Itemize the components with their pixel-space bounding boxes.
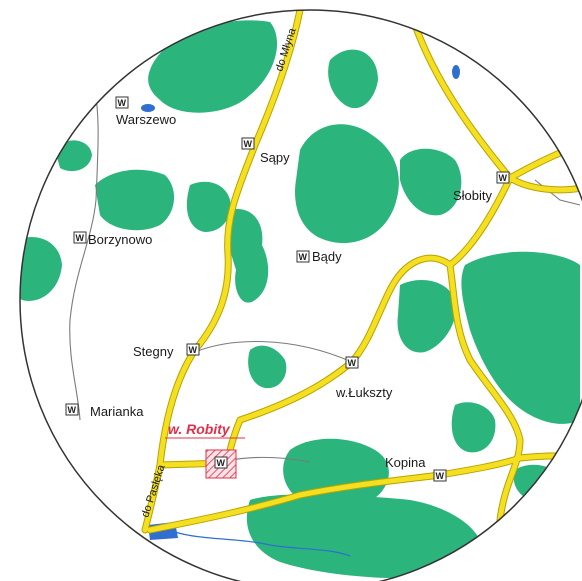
village-marker-icon: W — [241, 137, 255, 150]
svg-text:W: W — [118, 98, 127, 108]
svg-text:W: W — [217, 458, 226, 468]
svg-text:W: W — [68, 405, 77, 415]
village-label: Kopina — [385, 455, 426, 470]
forest-area — [20, 237, 62, 301]
village-marker-icon: W — [115, 96, 129, 109]
village-marker-icon: W — [186, 343, 200, 356]
svg-text:W: W — [189, 345, 198, 355]
village-marker-icon: W — [345, 356, 359, 369]
pond — [452, 65, 460, 79]
svg-text:W: W — [244, 139, 253, 149]
pond — [141, 104, 155, 112]
forest-area — [397, 280, 456, 353]
highlight-robity[interactable]: W w. Robity — [165, 421, 245, 469]
village-label: Stegny — [133, 344, 174, 359]
map-boundary — [19, 9, 582, 581]
svg-text:W: W — [76, 233, 85, 243]
village-warszewo[interactable]: W Warszewo — [115, 96, 176, 127]
main-roads — [141, 10, 582, 534]
forest-area — [295, 124, 399, 244]
village-label: w.Łukszty — [335, 385, 393, 400]
village-marker-icon: W — [73, 231, 87, 244]
forest-area — [226, 209, 269, 303]
forest-area — [513, 464, 566, 503]
village-label: Bądy — [312, 249, 342, 264]
village-marianka[interactable]: W Marianka — [65, 403, 144, 419]
forest-area — [451, 402, 496, 453]
minor-roads — [69, 89, 581, 481]
village-sapy[interactable]: W Sąpy — [241, 137, 290, 165]
forest-area — [328, 49, 378, 109]
village-label: Sąpy — [260, 150, 290, 165]
village-kopina[interactable]: W Kopina — [385, 455, 447, 482]
village-marker-icon: W — [433, 469, 447, 482]
village-slobity[interactable]: W Słobity — [453, 171, 510, 203]
village-borzynowo[interactable]: W Borzynowo — [73, 231, 152, 247]
svg-text:W: W — [499, 173, 508, 183]
village-label: Borzynowo — [88, 232, 152, 247]
highlight-label: w. Robity — [168, 421, 231, 437]
village-label: Warszewo — [116, 112, 176, 127]
svg-text:W: W — [299, 252, 308, 262]
forest-area — [461, 251, 580, 424]
road-label-do-pasleka: do Pasłęka — [139, 463, 168, 519]
forest-area — [248, 345, 287, 389]
forest-area — [95, 169, 175, 231]
village-lukszty[interactable]: W w.Łukszty — [335, 356, 393, 400]
village-marker-icon: W — [214, 456, 228, 469]
svg-text:W: W — [436, 471, 445, 481]
village-label: Słobity — [453, 188, 493, 203]
forest-area — [148, 20, 278, 113]
road-label-do-mlyna: do Młyna — [273, 26, 298, 73]
village-marker-icon: W — [296, 250, 310, 263]
forest-area — [246, 494, 480, 579]
village-marker-icon: W — [65, 403, 79, 416]
village-bady[interactable]: W Bądy — [296, 249, 342, 264]
stream — [174, 531, 351, 557]
village-label: Marianka — [90, 404, 144, 419]
forest-area — [400, 148, 462, 216]
forest-areas — [20, 20, 580, 579]
svg-text:W: W — [348, 358, 357, 368]
village-marker-icon: W — [496, 171, 510, 184]
forest-area — [55, 140, 92, 172]
village-stegny[interactable]: W Stegny — [133, 343, 200, 359]
forest-area — [186, 181, 231, 232]
